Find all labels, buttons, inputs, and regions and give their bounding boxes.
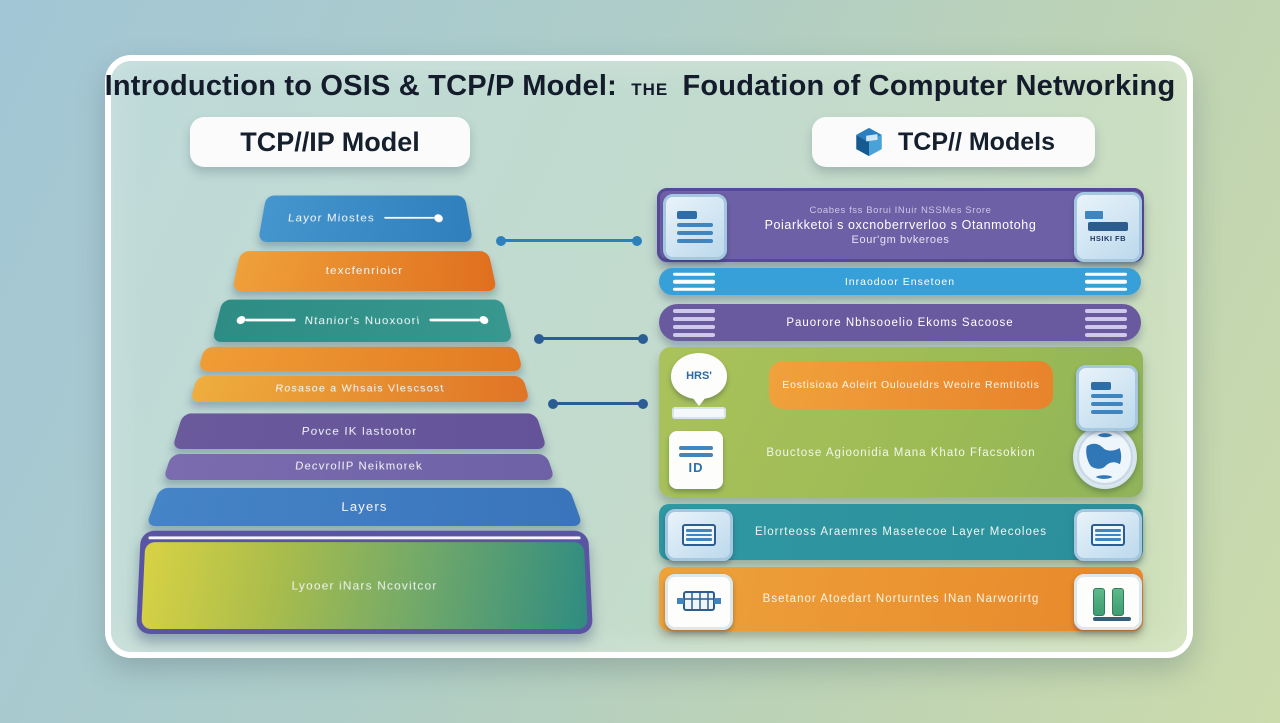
pyramid-base-layer: Lyooer iNars Ncovitcor xyxy=(136,530,593,634)
document-icon xyxy=(663,194,727,260)
pyramid-layer-6: Povce IK lastootor xyxy=(172,413,547,449)
hrs-bubble-label: HRS' xyxy=(671,353,727,399)
layer-label: texcfenrioicr xyxy=(325,264,404,277)
layer-label: Ntanior's Nuoxoori xyxy=(304,313,421,327)
pyramid-layer-3: Ntanior's Nuoxoori xyxy=(212,299,513,342)
pyramid-layer-5: Rosasoe a Whsais Vlescsost xyxy=(190,376,530,402)
printer-card-label: HSIKI FB xyxy=(1089,234,1127,243)
row3-label: Elorrteoss Araemres Masetecoe Layer Meco… xyxy=(755,526,1047,538)
printer-card-icon: HSIKI FB xyxy=(1074,192,1142,262)
title-prefix: Introduction to OSIS & TCP/P Model: xyxy=(104,70,617,102)
pyramid-layer-2: texcfenrioicr xyxy=(232,251,497,291)
server-bars-icon xyxy=(1074,574,1142,630)
connector-line-3 xyxy=(548,398,648,409)
orange-row: Bsetanor Atoedart Norturntes INan Narwor… xyxy=(659,567,1143,631)
left-header-box: TCP//IP Model xyxy=(190,117,470,167)
document-icon xyxy=(1076,365,1138,431)
row1-label: Eostisioao Aoleirt Ouloueldrs Weoire Rem… xyxy=(782,379,1040,391)
stamp-icon xyxy=(665,509,733,561)
line-dot-decoration xyxy=(384,213,444,222)
cube-icon xyxy=(856,127,882,157)
page-title: Introduction to OSIS & TCP/P Model: THE … xyxy=(0,70,1280,103)
dot-line-decoration xyxy=(235,316,296,325)
layer-label: Povce IK lastootor xyxy=(301,424,418,438)
title-the: THE xyxy=(631,80,669,99)
info-line-2: Poiarkketoi s oxcnoberrverloo s Otanmoto… xyxy=(764,217,1037,232)
base-label: Lyooer iNars Ncovitcor xyxy=(291,578,438,593)
layer-label: DecvrolIP Neikmorek xyxy=(294,461,424,473)
right-header-box: TCP// Models xyxy=(812,117,1095,167)
orange-pill-row: Eostisioao Aoleirt Ouloueldrs Weoire Rem… xyxy=(769,361,1053,409)
pyramid-layer-4 xyxy=(198,346,523,371)
teal-row: Elorrteoss Araemres Masetecoe Layer Meco… xyxy=(659,504,1143,560)
purple-bar-label: Pauorore Nbhsooelio Ekoms Sacoose xyxy=(786,316,1014,329)
purple-info-block: Coabes fss Borui INuir NSSMes Srore Poia… xyxy=(657,188,1144,262)
id-document-icon: ID xyxy=(669,431,723,489)
globe-icon xyxy=(1073,425,1137,489)
layer-label: Layers xyxy=(341,499,388,514)
info-line-1: Coabes fss Borui INuir NSSMes Srore xyxy=(809,204,992,216)
left-header-label: TCP//IP Model xyxy=(240,126,420,157)
menu-lines-icon xyxy=(1085,272,1127,291)
pyramid-layer-7: DecvrolIP Neikmorek xyxy=(163,454,555,480)
pyramid-layer-8: Layers xyxy=(146,487,583,526)
line-dot-decoration xyxy=(429,316,490,325)
network-switch-icon xyxy=(665,574,733,630)
card-icon xyxy=(1074,509,1142,561)
connector-line-2 xyxy=(534,333,648,344)
base-gradient-panel: Lyooer iNars Ncovitcor xyxy=(141,542,588,630)
row4-label: Bsetanor Atoedart Norturntes INan Narwor… xyxy=(762,593,1040,605)
purple-bar: Pauorore Nbhsooelio Ekoms Sacoose xyxy=(659,304,1141,341)
layer-label: Layor Miostes xyxy=(287,211,375,225)
pyramid-layer-1: Layor Miostes xyxy=(258,195,473,242)
row2-label: Bouctose Agioonidia Mana Khato Ffacsokio… xyxy=(766,447,1036,459)
connector-line-1 xyxy=(496,235,642,246)
hrs-bubble-icon: HRS' xyxy=(667,353,731,427)
blue-bar-label: Inraodoor Ensetoen xyxy=(844,275,956,288)
title-suffix: Foudation of Computer Networking xyxy=(682,70,1176,102)
blue-bar: Inraodoor Ensetoen xyxy=(659,268,1141,295)
menu-lines-icon xyxy=(673,272,715,291)
right-header-label: TCP// Models xyxy=(898,127,1055,156)
menu-lines-icon xyxy=(673,308,715,337)
info-line-3: Eour'gm bvkeroes xyxy=(851,233,950,246)
id-document-label: ID xyxy=(688,459,704,475)
base-top-line xyxy=(148,536,581,540)
green-panel: Eostisioao Aoleirt Ouloueldrs Weoire Rem… xyxy=(659,347,1143,497)
layer-label: Rosasoe a Whsais Vlescsost xyxy=(274,383,446,395)
menu-lines-icon xyxy=(1085,308,1127,337)
